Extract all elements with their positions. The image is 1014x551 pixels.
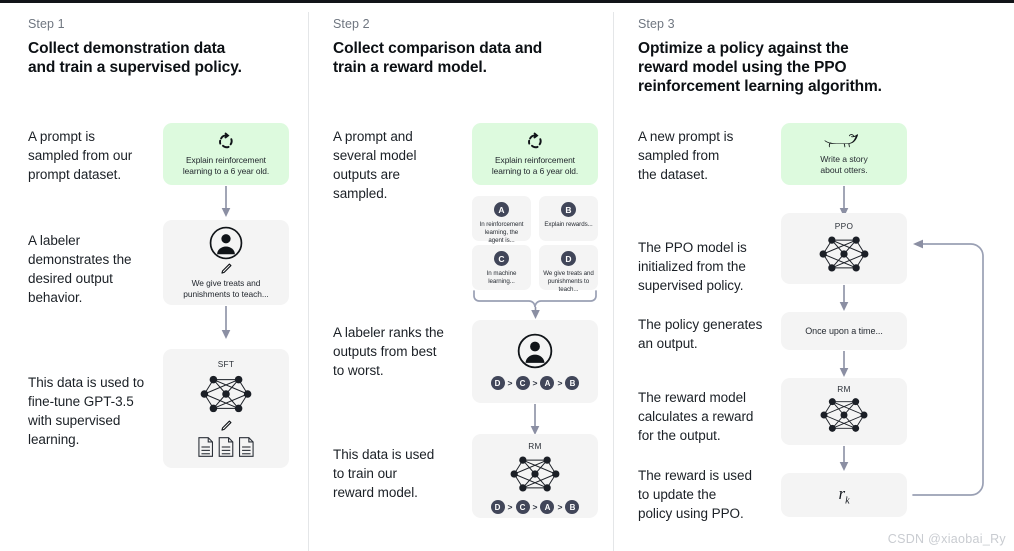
step-1-description-3: This data is used to fine-tune GPT-3.5 w… xyxy=(28,375,145,447)
neural-net-icon xyxy=(199,372,253,416)
step-3-prompt-text: Write a story about otters. xyxy=(820,154,868,175)
rm-rank-badge-1: D xyxy=(490,500,505,514)
option-badge-d: D xyxy=(561,251,576,266)
rm-rank-gt-2: > xyxy=(532,502,538,512)
step-1-labeler-box: We give treats and punishments to teach.… xyxy=(163,220,289,305)
column-divider-2 xyxy=(613,12,614,551)
step-1-label: Step 1 xyxy=(28,17,65,31)
rank-gt-1: > xyxy=(507,378,513,388)
step-1-description-1: A prompt is sampled from our prompt data… xyxy=(28,129,133,182)
option-badge-c: C xyxy=(494,251,509,266)
step-3-description-3: The policy generates an output. xyxy=(638,317,763,351)
option-badge-b: B xyxy=(561,202,576,217)
option-badge-a: A xyxy=(494,202,509,217)
top-bar xyxy=(0,0,1014,3)
step-2-description-1: A prompt and several model outputs are s… xyxy=(333,129,417,201)
rank-badge-3: A xyxy=(540,376,555,390)
arrow-step1-1 xyxy=(221,186,231,217)
pencil-icon xyxy=(220,262,233,275)
refresh-icon xyxy=(526,132,544,150)
refresh-icon xyxy=(217,132,235,150)
rm-rank-badge-4: B xyxy=(565,500,580,514)
option-text-b: Explain rewards... xyxy=(544,221,593,228)
step-2-title: Collect comparison data and train a rewa… xyxy=(333,40,543,76)
step-2-rm-box: RM xyxy=(472,434,598,518)
arrow-step2-2 xyxy=(530,404,540,435)
step-3-description-5: The reward is used to update the policy … xyxy=(638,468,752,521)
step-3-description-2: The PPO model is initialized from the su… xyxy=(638,240,747,293)
step-1-labeler-text: We give treats and punishments to teach.… xyxy=(183,277,269,299)
feedback-loop-arrow xyxy=(912,239,984,496)
rank-gt-2: > xyxy=(532,378,538,388)
step-2-description-2: A labeler ranks the outputs from best to… xyxy=(333,325,444,378)
rm-rank-badge-3: A xyxy=(540,500,555,514)
column-divider-1 xyxy=(308,12,309,551)
step-1-prompt-box: Explain reinforcement learning to a 6 ye… xyxy=(163,123,289,185)
arrow-step1-2 xyxy=(221,306,231,339)
step-3-title: Optimize a policy against the reward mod… xyxy=(638,40,882,95)
step-3-rm-title: RM xyxy=(837,384,851,394)
arrow-step3-3 xyxy=(839,351,849,377)
step-2-prompt-box: Explain reinforcement learning to a 6 ye… xyxy=(472,123,598,185)
step-2-column: Step 2 Collect comparison data and train… xyxy=(308,0,613,551)
step-3-description-1: A new prompt is sampled from the dataset… xyxy=(638,129,734,182)
option-text-d: We give treats and punishments to teach.… xyxy=(543,270,594,293)
brace-arrow-step2 xyxy=(473,290,597,319)
reward-symbol: rk xyxy=(838,483,850,507)
step-1-column: Step 1 Collect demonstration data and tr… xyxy=(0,0,308,551)
step-1-prompt-text: Explain reinforcement learning to a 6 ye… xyxy=(182,154,270,176)
step-2-prompt-text: Explain reinforcement learning to a 6 ye… xyxy=(491,154,579,176)
rm-rank-gt-1: > xyxy=(507,502,513,512)
step-1-title: Collect demonstration data and train a s… xyxy=(28,40,242,76)
otter-icon xyxy=(823,132,865,150)
documents-icon xyxy=(197,436,255,458)
step-2-description-3: This data is used to train our reward mo… xyxy=(333,447,435,500)
ranking-row-labeler: D > C > A > B xyxy=(490,376,580,390)
step-3-description-4: The reward model calculates a reward for… xyxy=(638,390,754,443)
step-3-output-box: Once upon a time... xyxy=(781,312,907,350)
step-1-sft-title: SFT xyxy=(217,359,235,369)
option-card-b: B Explain rewards... xyxy=(539,196,598,241)
person-icon xyxy=(209,226,243,260)
neural-net-icon xyxy=(509,453,561,495)
step-3-reward-box: rk xyxy=(781,473,907,517)
rank-badge-2: C xyxy=(515,376,530,390)
rank-gt-3: > xyxy=(557,378,563,388)
step-2-label: Step 2 xyxy=(333,17,370,31)
step-3-prompt-box: Write a story about otters. xyxy=(781,123,907,185)
watermark: CSDN @xiaobai_Ry xyxy=(887,532,1006,546)
pencil-icon xyxy=(220,419,233,432)
arrow-step3-4 xyxy=(839,446,849,471)
person-icon xyxy=(517,333,553,369)
option-card-a: A In reinforcement learning, the agent i… xyxy=(472,196,531,244)
option-card-d: D We give treats and punishments to teac… xyxy=(539,245,598,293)
ranking-row-rm: D > C > A > B xyxy=(490,500,580,514)
option-text-a: In reinforcement learning, the agent is.… xyxy=(479,221,524,244)
step-1-sft-box: SFT xyxy=(163,349,289,468)
step-2-rm-title: RM xyxy=(528,441,542,451)
option-text-c: In machine learning... xyxy=(486,270,517,285)
option-card-c: C In machine learning... xyxy=(472,245,531,290)
rank-badge-1: D xyxy=(490,376,505,390)
neural-net-icon xyxy=(819,395,869,435)
step-3-rm-box: RM xyxy=(781,378,907,445)
step-3-ppo-box: PPO xyxy=(781,213,907,284)
rm-rank-gt-3: > xyxy=(557,502,563,512)
arrow-step3-1 xyxy=(839,186,849,217)
step-2-labeler-box: D > C > A > B xyxy=(472,320,598,403)
neural-net-icon xyxy=(818,233,870,275)
step-3-column: Step 3 Optimize a policy against the rew… xyxy=(613,0,1014,551)
rank-badge-4: B xyxy=(565,376,580,390)
rm-rank-badge-2: C xyxy=(515,500,530,514)
step-1-description-2: A labeler demonstrates the desired outpu… xyxy=(28,233,132,305)
arrow-step3-2 xyxy=(839,285,849,311)
step-3-output-text: Once upon a time... xyxy=(805,326,883,336)
step-3-label: Step 3 xyxy=(638,17,675,31)
step-3-ppo-title: PPO xyxy=(834,221,854,231)
